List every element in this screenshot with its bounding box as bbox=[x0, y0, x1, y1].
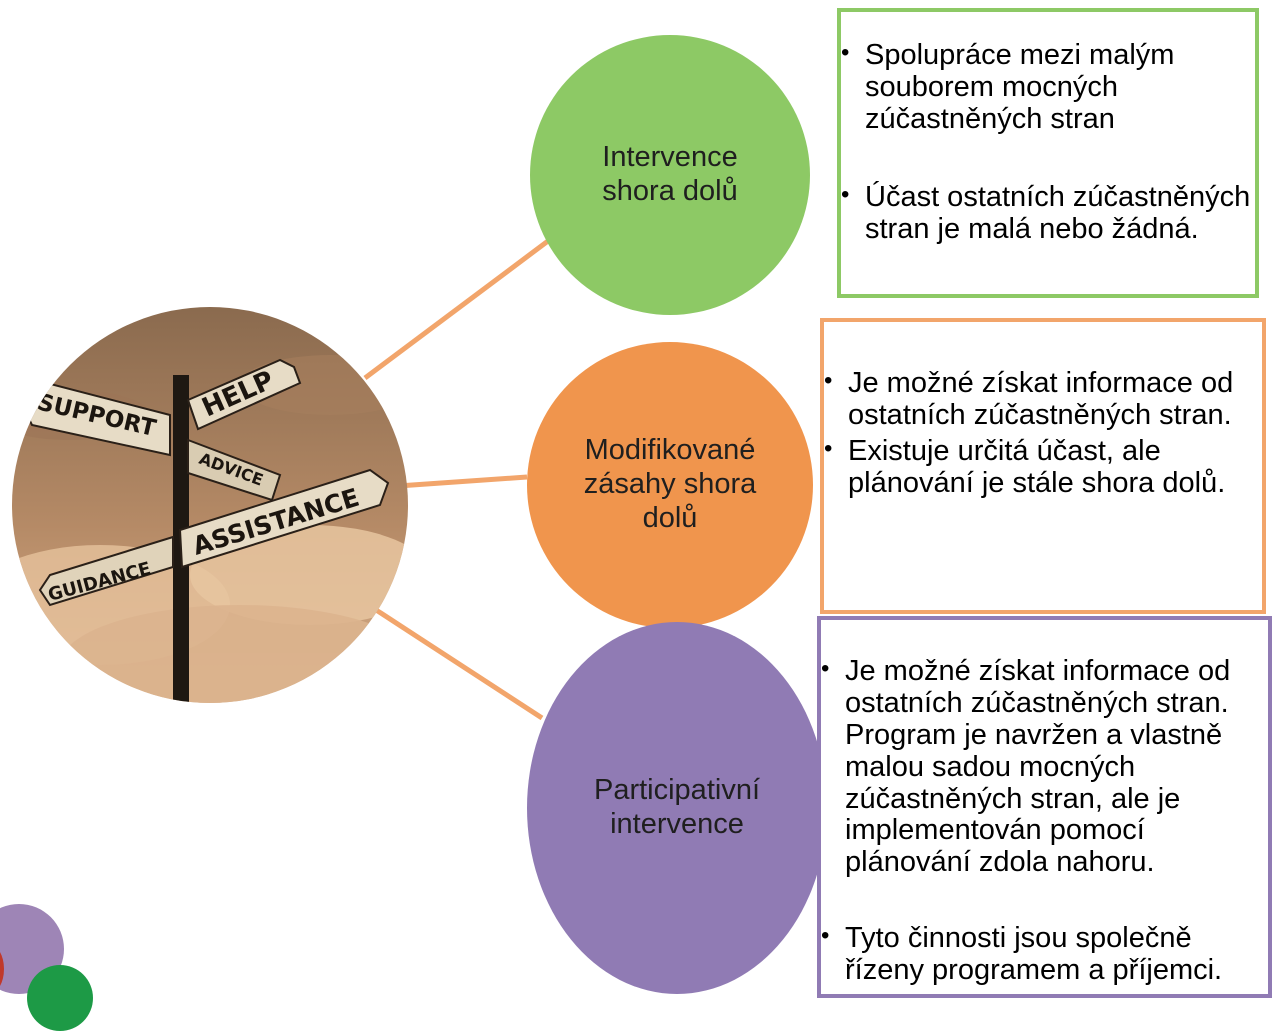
modified-top-down-description-box: Je možné získat informace od ostatních z… bbox=[820, 318, 1266, 614]
connector-lines bbox=[363, 235, 554, 721]
connector-to-participative bbox=[368, 603, 544, 721]
modified-top-down-bullet-list: Je možné získat informace od ostatních z… bbox=[824, 367, 1262, 500]
top-down-bullet-2: Účast ostatních zúčastněných stran je ma… bbox=[841, 181, 1255, 246]
decorative-red-bubble bbox=[0, 944, 4, 994]
participative-bullet-1: Je možné získat informace od ostatních z… bbox=[821, 655, 1268, 879]
participative-bullet-list: Je možné získat informace od ostatních z… bbox=[821, 655, 1268, 987]
decorative-green-bubble bbox=[27, 965, 93, 1031]
top-down-bullet-1: Spolupráce mezi malým souborem mocných z… bbox=[841, 39, 1255, 136]
participative-description-box: Je možné získat informace od ostatních z… bbox=[817, 616, 1272, 998]
top-down-bullet-list: Spolupráce mezi malým souborem mocných z… bbox=[841, 39, 1255, 246]
modified-top-down-bullet-2: Existuje určitá účast, ale plánování je … bbox=[824, 435, 1262, 500]
connector-to-modified-top-down bbox=[397, 474, 528, 489]
top-down-description-box: Spolupráce mezi malým souborem mocných z… bbox=[837, 8, 1259, 298]
node-participative-title: Participativní intervence bbox=[593, 774, 760, 840]
node-participative-circle: Participativní intervence bbox=[527, 622, 827, 994]
modified-top-down-bullet-1: Je možné získat informace od ostatních z… bbox=[824, 367, 1262, 432]
connector-to-top-down bbox=[363, 235, 554, 381]
signpost-photo: HELP SUPPORT ADVICE ASSISTANCE GUIDANCE bbox=[12, 307, 408, 703]
node-modified-top-down-title: Modifikované zásahy shora dolů bbox=[583, 434, 757, 534]
node-top-down-circle: Intervence shora dolů bbox=[530, 35, 810, 315]
node-modified-top-down-circle: Modifikované zásahy shora dolů bbox=[527, 342, 813, 628]
participative-bullet-2: Tyto činnosti jsou společně řízeny progr… bbox=[821, 922, 1268, 987]
node-top-down-title: Intervence shora dolů bbox=[602, 141, 738, 207]
